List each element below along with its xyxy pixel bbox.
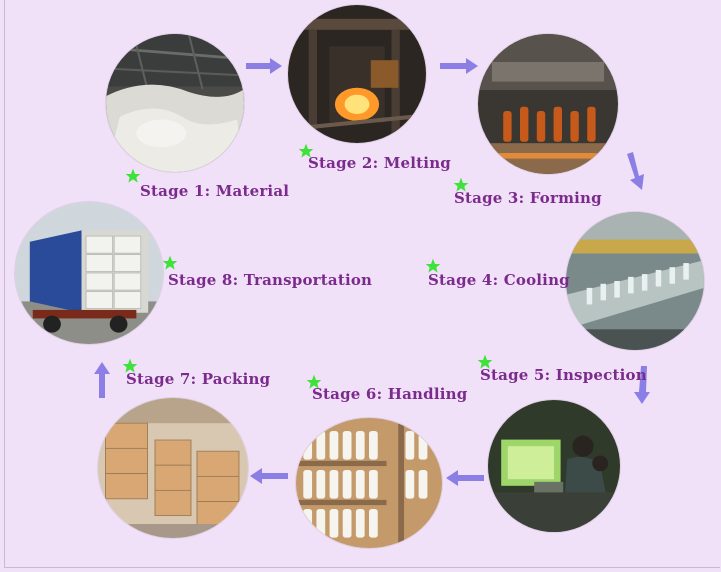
arrow-left-icon [446, 470, 484, 486]
stage-8-label: Stage 8: Transportation [168, 271, 373, 289]
arrow-up-icon [94, 362, 110, 398]
stage-8-photo [15, 202, 163, 344]
stage-4-label: Stage 4: Cooling [428, 271, 570, 289]
arrow-left-icon [250, 468, 288, 484]
star-icon [125, 168, 141, 183]
stage-7-photo [98, 398, 248, 538]
stage-2-label: Stage 2: Melting [308, 154, 451, 172]
star-icon [477, 354, 493, 369]
star-icon [306, 374, 322, 389]
stage-2-photo [288, 5, 426, 143]
arrow-right-icon [440, 58, 478, 74]
star-icon [453, 177, 469, 192]
star-icon [162, 255, 178, 270]
stage-5-photo [488, 400, 620, 532]
star-icon [425, 258, 441, 273]
arrow-right-icon [246, 58, 282, 74]
star-icon [298, 143, 314, 158]
stage-1-photo [106, 34, 244, 172]
stage-1-label: Stage 1: Material [140, 182, 290, 200]
arrow-down-icon [627, 152, 644, 190]
star-icon [122, 358, 138, 373]
stage-7-label: Stage 7: Packing [126, 370, 271, 388]
stage-4-photo [566, 212, 704, 350]
stage-3-photo [478, 34, 618, 174]
stage-5-label: Stage 5: Inspection [480, 366, 647, 384]
diagram-frame [4, 0, 720, 568]
arrow-down-icon [634, 366, 650, 404]
stage-6-photo [296, 418, 442, 548]
stage-3-label: Stage 3: Forming [454, 189, 602, 207]
stage-6-label: Stage 6: Handling [312, 385, 468, 403]
